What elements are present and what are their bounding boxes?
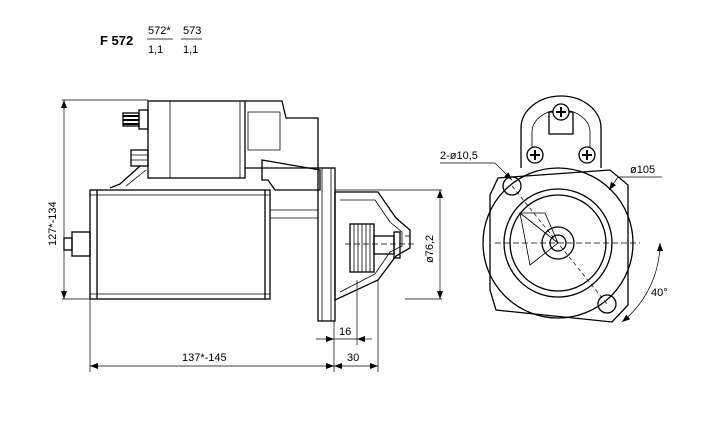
lever-housing	[261, 159, 321, 191]
flange-plate	[489, 169, 629, 323]
mount-diameter-leader	[608, 176, 619, 191]
terminal-lower	[130, 149, 149, 167]
height-dimension: 127*-134	[47, 201, 59, 246]
cable	[109, 165, 141, 189]
mounting-flange	[317, 167, 336, 322]
side-dimensions: 127*-134 ø76,2 16 30 137*-145	[47, 99, 443, 372]
header: F 572 572* 1,1 573 1,1	[100, 25, 202, 56]
mounting-hole-upper	[502, 176, 522, 196]
end-cap	[71, 231, 91, 257]
solenoid-lobe	[520, 95, 602, 168]
front-dimensions: 2-ø10,5 ø105 40°	[440, 150, 668, 323]
pinion-offset-dimension: 16	[339, 326, 351, 338]
variant-b-label: 573	[183, 25, 201, 37]
solenoid	[147, 100, 246, 179]
angle-arc	[621, 242, 663, 323]
drive-housing	[334, 191, 411, 302]
motor-body	[89, 189, 271, 300]
angle-dimension: 40°	[651, 287, 668, 299]
variant-a-ratio: 1,1	[148, 44, 163, 56]
side-view	[63, 100, 415, 322]
variant-b-ratio: 1,1	[183, 44, 198, 56]
pinion-length-dimension: 30	[347, 352, 359, 364]
mounting-hole-lower	[597, 294, 617, 314]
holes-leader	[494, 162, 513, 181]
solenoid-cover	[245, 100, 319, 169]
variant-a-label: 572*	[148, 25, 171, 37]
flange-diameter: ø76,2	[424, 235, 436, 263]
front-view	[482, 95, 640, 323]
mount-diameter-dimension: ø105	[630, 164, 655, 176]
model-number: F 572	[100, 33, 133, 48]
holes-dimension: 2-ø10,5	[440, 150, 478, 162]
length-dimension: 137*-145	[182, 352, 227, 364]
